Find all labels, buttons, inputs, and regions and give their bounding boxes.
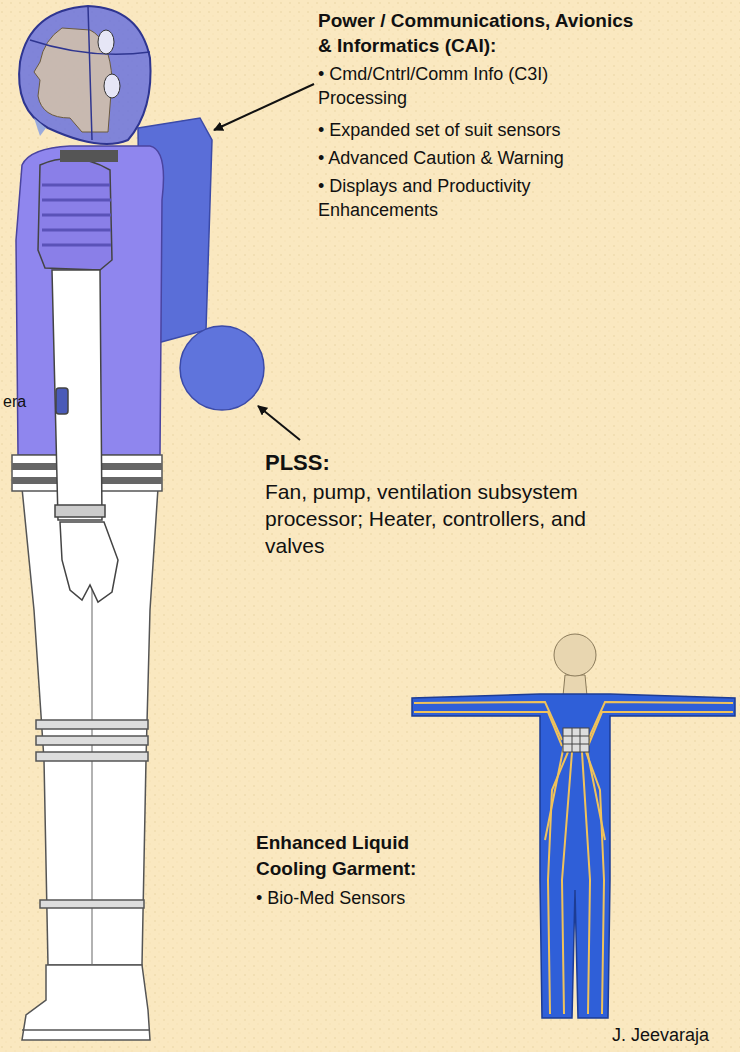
- suit-arm: [38, 159, 118, 602]
- bullet-item: • Displays and Productivity Enhancements: [318, 174, 586, 222]
- leader-arrow: [258, 406, 300, 440]
- suit-legs: [22, 488, 158, 1040]
- description-text: Fan, pump, ventilation subsystem process…: [265, 478, 605, 559]
- helmet: [19, 6, 150, 162]
- cooling-garment-figure: [412, 634, 735, 1018]
- author-credit: J. Jeevaraja: [612, 1024, 736, 1046]
- bullet-item: • Advanced Caution & Warning: [318, 146, 728, 170]
- section-heading: Power / Communications, Avionics & Infor…: [318, 8, 648, 58]
- bullet-item: • Cmd/Cntrl/Comm Info (C3I) Processing: [318, 62, 586, 110]
- section-heading: Enhanced Liquid Cooling Garment:: [256, 830, 452, 882]
- partial-label: era: [3, 392, 63, 412]
- leader-arrow: [214, 84, 314, 130]
- bullet-item: • Bio-Med Sensors: [256, 886, 476, 910]
- bullet-item: • Expanded set of suit sensors: [318, 118, 728, 142]
- section-heading: PLSS:: [265, 450, 465, 476]
- camera: [56, 388, 68, 414]
